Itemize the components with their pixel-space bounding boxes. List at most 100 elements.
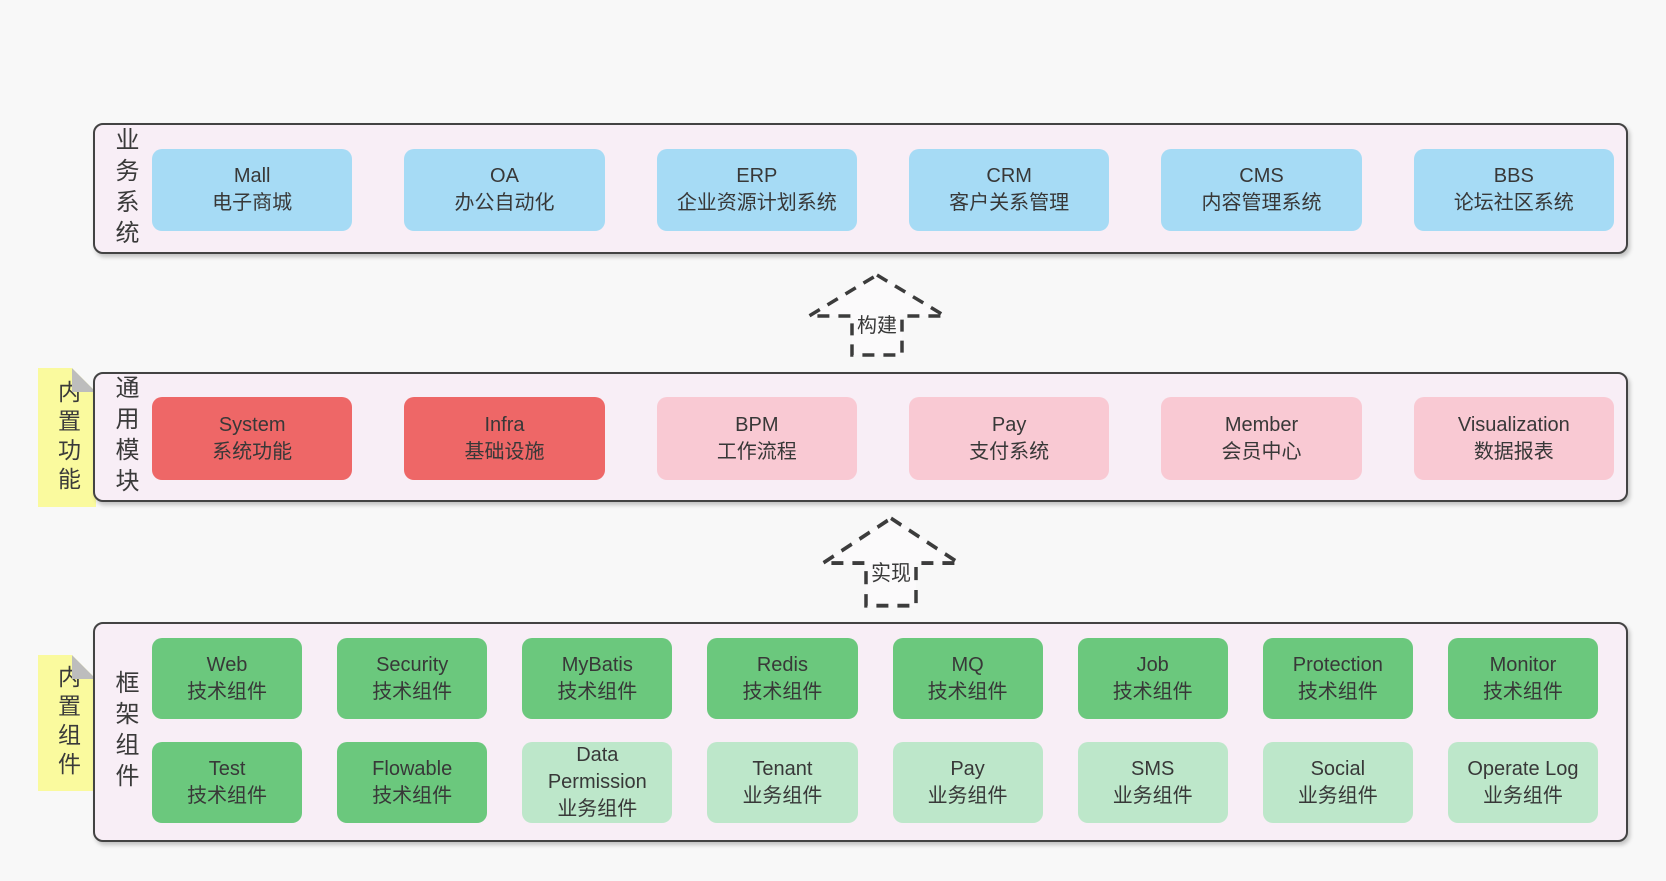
box-protection: Protection 技术组件 <box>1262 638 1413 719</box>
box-subtitle: 论坛社区系统 <box>1453 192 1574 214</box>
business-box-row: Mall 电子商城 OA 办公自动化 ERP 企业资源计划系统 CRM 客户关系… <box>152 149 1614 231</box>
box-subtitle: 内容管理系统 <box>1201 192 1322 214</box>
box-erp: ERP 企业资源计划系统 <box>656 149 857 231</box>
box-title: Redis <box>756 653 808 676</box>
panel-components-label: 框架组件 <box>111 670 138 794</box>
box-subtitle: 技术组件 <box>187 784 268 807</box>
box-title: Mall <box>233 165 271 187</box>
panel-modules-label: 通用模块 <box>111 375 138 499</box>
box-title: Operate Log <box>1467 757 1579 780</box>
panel-common-modules: 通用模块 System 系统功能 Infra 基础设施 BPM 工作流程 Pay… <box>93 372 1628 502</box>
box-title: Pay <box>950 757 985 780</box>
box-subtitle: 技术组件 <box>557 680 638 703</box>
box-subtitle: 支付系统 <box>969 440 1050 463</box>
arrow-build: 构建 <box>806 272 948 358</box>
box-monitor: Monitor 技术组件 <box>1447 638 1598 719</box>
box-security: Security 技术组件 <box>337 638 488 719</box>
box-title: MyBatis <box>561 653 633 676</box>
box-title: Infra <box>484 413 525 436</box>
arrow-up-outline <box>806 272 948 357</box>
box-subtitle: 客户关系管理 <box>949 192 1070 214</box>
box-test: Test 技术组件 <box>152 742 303 823</box>
box-subtitle: 技术组件 <box>927 680 1008 703</box>
box-bbs: BBS 论坛社区系统 <box>1413 149 1614 231</box>
box-title: Job <box>1136 653 1169 676</box>
arrow-up-outline <box>820 516 962 608</box>
box-title: MQ <box>951 653 984 676</box>
components-box-grid: Web 技术组件 Security 技术组件 MyBatis 技术组件 Redi… <box>152 638 1598 823</box>
box-web: Web 技术组件 <box>152 638 303 719</box>
box-pay-component: Pay 业务组件 <box>892 742 1043 823</box>
box-subtitle: 技术组件 <box>372 680 453 703</box>
box-title: Flowable <box>372 757 453 780</box>
box-subtitle: 技术组件 <box>1482 680 1563 703</box>
box-title: ERP <box>736 165 778 187</box>
box-operate-log: Operate Log 业务组件 <box>1447 742 1598 823</box>
box-mall: Mall 电子商城 <box>152 149 353 231</box>
box-title: Protection <box>1292 653 1383 676</box>
box-system: System 系统功能 <box>152 397 353 480</box>
box-title: BBS <box>1493 165 1534 187</box>
box-subtitle: 系统功能 <box>212 440 293 463</box>
arrow-build-label: 构建 <box>857 314 897 337</box>
box-subtitle: 技术组件 <box>1112 680 1193 703</box>
box-mq: MQ 技术组件 <box>892 638 1043 719</box>
box-subtitle: 业务组件 <box>1482 784 1563 807</box>
box-subtitle: 会员中心 <box>1221 440 1302 463</box>
box-subtitle: 技术组件 <box>742 680 823 703</box>
box-title: CMS <box>1239 165 1284 187</box>
box-subtitle: 基础设施 <box>464 440 545 463</box>
arrow-implement-label: 实现 <box>871 562 911 586</box>
box-title: Social <box>1310 757 1366 780</box>
box-pay-module: Pay 支付系统 <box>908 397 1110 480</box>
box-title: Pay <box>991 413 1027 436</box>
box-title: Data Permission <box>547 744 647 793</box>
box-subtitle: 业务组件 <box>557 798 638 820</box>
box-subtitle: 业务组件 <box>742 784 823 807</box>
box-subtitle: 技术组件 <box>372 784 453 807</box>
panel-business-label: 业务系统 <box>111 126 138 251</box>
box-title: Tenant <box>752 757 813 780</box>
box-infra: Infra 基础设施 <box>404 397 605 480</box>
box-bpm: BPM 工作流程 <box>656 397 857 480</box>
box-mybatis: MyBatis 技术组件 <box>522 638 673 719</box>
box-subtitle: 办公自动化 <box>454 192 555 214</box>
box-subtitle: 技术组件 <box>1297 680 1378 703</box>
modules-box-row: System 系统功能 Infra 基础设施 BPM 工作流程 Pay 支付系统… <box>152 397 1614 480</box>
box-subtitle: 业务组件 <box>927 784 1008 807</box>
box-title: System <box>218 413 286 436</box>
box-flowable: Flowable 技术组件 <box>337 742 488 823</box>
box-title: Web <box>206 653 248 676</box>
box-title: Security <box>376 653 449 676</box>
box-subtitle: 技术组件 <box>187 680 268 703</box>
box-crm: CRM 客户关系管理 <box>908 149 1110 231</box>
panel-framework-components: 框架组件 Web 技术组件 Security 技术组件 MyBatis 技术组件… <box>93 622 1628 842</box>
box-title: BPM <box>735 413 779 436</box>
box-subtitle: 工作流程 <box>716 440 797 463</box>
box-sms: SMS 业务组件 <box>1077 742 1228 823</box>
box-subtitle: 电子商城 <box>212 192 293 214</box>
box-data-permission: Data Permission 业务组件 <box>522 742 673 823</box>
box-cms: CMS 内容管理系统 <box>1161 149 1362 231</box>
note-label: 内置组件 <box>54 665 81 781</box>
box-title: Monitor <box>1489 653 1557 676</box>
box-title: Visualization <box>1457 413 1570 436</box>
box-tenant: Tenant 业务组件 <box>707 742 858 823</box>
box-subtitle: 数据报表 <box>1473 440 1554 463</box>
box-subtitle: 业务组件 <box>1297 784 1378 807</box>
box-oa: OA 办公自动化 <box>404 149 605 231</box>
panel-business-systems: 业务系统 Mall 电子商城 OA 办公自动化 ERP 企业资源计划系统 CRM… <box>93 123 1628 254</box>
box-subtitle: 企业资源计划系统 <box>676 192 837 214</box>
box-member: Member 会员中心 <box>1161 397 1362 480</box>
box-title: Member <box>1224 413 1299 436</box>
box-job: Job 技术组件 <box>1077 638 1228 719</box>
box-subtitle: 业务组件 <box>1112 784 1193 807</box>
note-label: 内置功能 <box>54 379 81 496</box>
box-social: Social 业务组件 <box>1262 742 1413 823</box>
box-visualization: Visualization 数据报表 <box>1413 397 1614 480</box>
box-title: CRM <box>986 165 1032 187</box>
arrow-implement: 实现 <box>820 515 962 609</box>
box-redis: Redis 技术组件 <box>707 638 858 719</box>
box-title: OA <box>490 165 519 187</box>
